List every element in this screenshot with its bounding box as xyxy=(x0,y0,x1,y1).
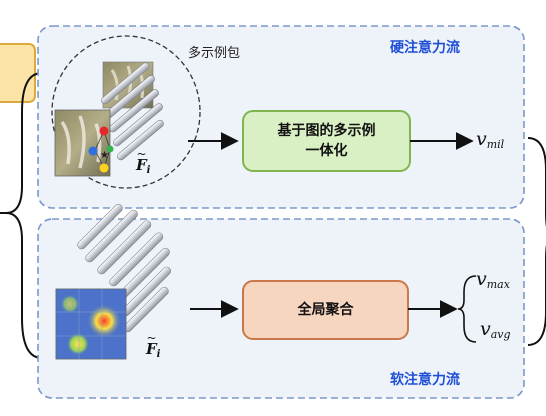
output-v-avg-sub: avg xyxy=(490,328,511,341)
instance-bag-stack: ★ xyxy=(54,61,164,177)
graph-mil-box: 基于图的多示例 一体化 xyxy=(243,111,410,171)
soft-feature-label: ~Fi xyxy=(146,331,161,360)
left-brace xyxy=(5,72,43,359)
output-v-mil-symbol: v xyxy=(476,128,487,150)
hard-feature-symbol: F xyxy=(136,156,147,174)
global-aggregation-box: 全局聚合 xyxy=(243,281,408,339)
feature-map-stack xyxy=(55,203,171,360)
hard-feature-label: ~Fi xyxy=(136,147,151,176)
output-v-avg-symbol: v xyxy=(480,318,491,340)
right-brace xyxy=(527,137,546,346)
soft-feature-sub: i xyxy=(156,349,161,360)
soft-attention-title: 软注意力流 xyxy=(390,372,460,388)
output-v-max-sub: max xyxy=(486,278,510,291)
output-v-avg: vavg xyxy=(480,318,511,341)
instance-bag-ellipse xyxy=(51,35,201,189)
soft-feature-symbol: F xyxy=(146,340,157,358)
input-box xyxy=(0,43,36,103)
instance-bag-label: 多示例包 xyxy=(188,46,241,61)
global-aggregation-label: 全局聚合 xyxy=(297,302,354,318)
output-v-max-symbol: v xyxy=(476,268,487,290)
output-v-max: vmax xyxy=(476,268,510,291)
output-brace xyxy=(457,275,477,343)
output-v-mil-sub: mil xyxy=(486,138,505,151)
svg-text:★: ★ xyxy=(100,150,109,161)
hard-feature-sub: i xyxy=(146,165,151,176)
output-v-mil: vmil xyxy=(476,128,504,151)
graph-mil-label-line2: 一体化 xyxy=(305,143,348,159)
graph-mil-label-line1: 基于图的多示例 xyxy=(277,123,376,139)
hard-attention-title: 硬注意力流 xyxy=(390,40,460,56)
